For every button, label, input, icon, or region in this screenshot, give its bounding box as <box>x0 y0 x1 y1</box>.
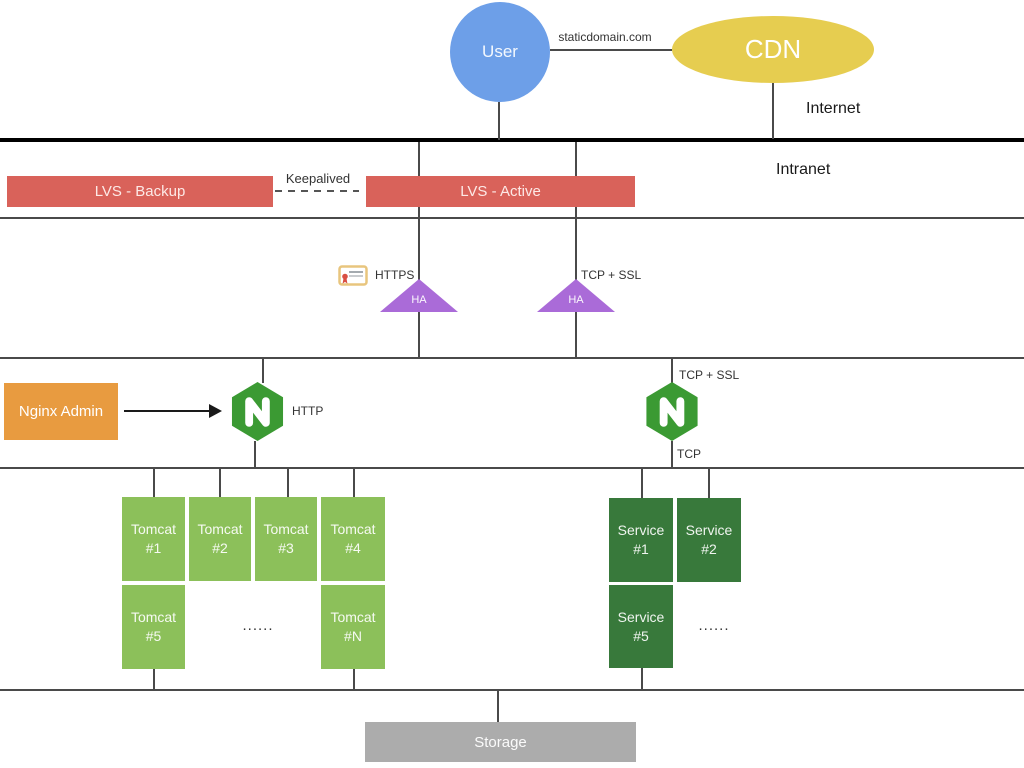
certificate-icon <box>338 265 368 286</box>
user-node: User <box>450 2 550 102</box>
internet-intranet-divider <box>0 138 1024 142</box>
https-label: HTTPS <box>375 268 415 282</box>
service-5-number: #5 <box>633 627 649 644</box>
tomcat-n-number: #N <box>344 628 362 644</box>
lvs-https-line <box>418 142 420 280</box>
nginx-left-uplink-line <box>262 359 264 383</box>
nginx-tier-divider <box>0 467 1024 469</box>
keepalived-label: Keepalived <box>285 171 351 186</box>
nginx-tcp-icon <box>646 381 698 442</box>
service-2-number: #2 <box>701 541 717 557</box>
tomcat-3-name: Tomcat <box>263 521 309 537</box>
user-cdn-line <box>550 49 672 51</box>
cdn-downlink-line <box>772 83 774 139</box>
nginx-right-uplink-line <box>671 359 673 383</box>
staticdomain-label: staticdomain.com <box>558 30 652 44</box>
tomcat-4-node: Tomcat #4 <box>321 497 385 581</box>
lvs-active-node: LVS - Active <box>366 176 635 207</box>
admin-arrow-head <box>209 404 222 418</box>
tomcat-n-node: Tomcat #N <box>321 585 385 669</box>
admin-arrow-line <box>124 410 210 412</box>
tomcat-3-node: Tomcat #3 <box>255 497 317 581</box>
http-label: HTTP <box>292 404 324 418</box>
cdn-node-label: CDN <box>744 34 802 64</box>
tomcat-2-node: Tomcat #2 <box>189 497 251 581</box>
tomcat2-uplink-line <box>219 469 221 498</box>
lvs-active-label: LVS - Active <box>460 183 541 200</box>
nginx-admin-label: Nginx Admin <box>18 403 104 420</box>
service-2-name: Service <box>685 522 733 538</box>
tomcat-1-number: #1 <box>145 540 162 556</box>
tomcat-4-number: #4 <box>345 540 361 556</box>
user-node-label: User <box>482 42 518 61</box>
cdn-node: CDN <box>672 16 874 83</box>
app-tier-divider <box>0 689 1024 691</box>
tomcat5-downlink-line <box>153 668 155 690</box>
tomcat1-uplink-line <box>153 469 155 498</box>
tomcat-3-number: #3 <box>278 540 294 556</box>
lvs-backup-label: LVS - Backup <box>94 183 186 200</box>
service-5-node: Service #5 <box>609 585 673 668</box>
service-1-name: Service <box>617 522 665 538</box>
tomcat-5-number: #5 <box>145 628 162 644</box>
nginx-left-downlink-line <box>254 441 256 468</box>
tomcat-ellipsis: ...... <box>242 617 274 634</box>
tomcat-n-name: Tomcat <box>330 609 376 625</box>
tomcatN-downlink-line <box>353 668 355 690</box>
storage-label: Storage <box>474 733 527 751</box>
service-1-node: Service #1 <box>609 498 673 582</box>
ha-left-triangle: HA <box>380 279 458 312</box>
ha-right-downlink-line <box>575 311 577 358</box>
ha-right-label: HA <box>568 294 584 306</box>
tomcat-5-node: Tomcat #5 <box>122 585 185 669</box>
service-1-number: #1 <box>633 541 649 557</box>
lvs-tier-divider <box>0 217 1024 219</box>
lvs-backup-node: LVS - Backup <box>7 176 273 207</box>
service5-downlink-line <box>641 667 643 690</box>
tcp-label: TCP <box>677 447 701 461</box>
lvs-tcpssl-line <box>575 142 577 280</box>
tomcat-1-name: Tomcat <box>130 521 177 537</box>
tomcat-4-name: Tomcat <box>330 521 376 537</box>
internet-zone-label: Internet <box>806 100 861 117</box>
service-5-name: Service <box>617 608 665 625</box>
tomcat-2-name: Tomcat <box>197 521 243 537</box>
service2-uplink-line <box>708 469 710 499</box>
service1-uplink-line <box>641 469 643 499</box>
nginx-admin-node: Nginx Admin <box>4 383 118 440</box>
tomcat-5-name: Tomcat <box>130 609 177 625</box>
nginx-right-downlink-line <box>671 441 673 468</box>
tomcat-1-node: Tomcat #1 <box>122 497 185 581</box>
intranet-zone-label: Intranet <box>776 161 831 178</box>
tomcat4-uplink-line <box>353 469 355 498</box>
ha-left-downlink-line <box>418 311 420 358</box>
ha-right-triangle: HA <box>537 279 615 312</box>
storage-node: Storage <box>365 722 636 762</box>
nginx-web-icon <box>231 382 284 441</box>
service-2-node: Service #2 <box>677 498 741 582</box>
tomcat-2-number: #2 <box>212 540 228 556</box>
tcpssl-nginx-label: TCP + SSL <box>679 368 740 382</box>
user-downlink-line <box>498 102 500 140</box>
service-ellipsis: ...... <box>698 617 730 634</box>
tcpssl-lvs-label: TCP + SSL <box>581 268 642 282</box>
ha-tier-divider <box>0 357 1024 359</box>
storage-uplink-line <box>497 691 499 722</box>
keepalived-dashed-line <box>275 190 359 192</box>
ha-left-label: HA <box>411 294 427 306</box>
tomcat3-uplink-line <box>287 469 289 498</box>
